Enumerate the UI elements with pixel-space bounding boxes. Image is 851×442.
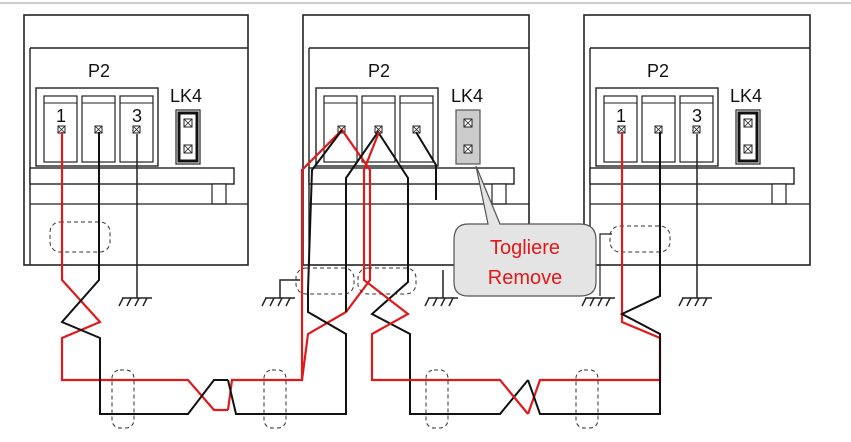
pin-label-3: 3 — [132, 106, 142, 126]
jumper-icon — [735, 109, 761, 165]
link-label: LK4 — [730, 86, 762, 106]
ground-icon — [424, 270, 458, 307]
rail-foot — [491, 183, 507, 205]
jumper-icon — [455, 109, 481, 165]
callout-text-english: Remove — [488, 267, 562, 289]
cable-shield-icon — [357, 267, 417, 295]
mounting-rail — [589, 167, 795, 185]
cable-shield-icon — [609, 225, 671, 253]
link-label: LK4 — [451, 86, 483, 106]
screw-terminal — [692, 125, 701, 134]
screw-terminal — [654, 125, 663, 134]
remove-jumper-callout: Togliere Remove — [453, 165, 597, 297]
shield-bracket — [599, 233, 612, 296]
wire-black — [345, 130, 529, 415]
jumper-icon — [175, 109, 201, 165]
device-2: P2 LK4 — [302, 14, 530, 266]
pin-label-1: 1 — [56, 106, 66, 126]
wire-black — [527, 132, 661, 415]
screw-terminal — [94, 125, 103, 134]
device-1: P2 1 3 LK4 — [23, 14, 249, 266]
pin-label-1: 1 — [616, 106, 626, 126]
cable-shield-icon — [49, 221, 111, 253]
mounting-rail — [29, 167, 235, 185]
cable-shield-icon — [263, 369, 287, 429]
link-label: LK4 — [170, 86, 202, 106]
ground-icon — [118, 134, 152, 307]
ground-icon — [581, 297, 615, 307]
wire-red — [60, 132, 228, 412]
ground-icon — [261, 279, 300, 307]
cable-shield-icon — [425, 369, 449, 429]
screw-terminal — [132, 125, 141, 134]
callout-text-italian: Togliere — [490, 237, 560, 259]
device-title: P2 — [368, 61, 390, 81]
device-title: P2 — [647, 61, 669, 81]
cable-shield-icon — [575, 369, 599, 429]
wire-black — [227, 129, 347, 415]
ground-icon — [678, 134, 712, 307]
screw-terminal — [617, 125, 626, 134]
cable-shield-icon — [111, 369, 135, 429]
mounting-rail — [308, 167, 515, 185]
wire-black — [415, 131, 437, 200]
wire-red — [362, 131, 529, 415]
screw-terminal — [57, 125, 66, 134]
rail-foot — [771, 183, 787, 205]
wire-black — [60, 132, 228, 415]
pin-label-3: 3 — [692, 106, 702, 126]
device-title: P2 — [88, 61, 110, 81]
rail-foot — [211, 183, 227, 205]
cable-shield-icon — [295, 267, 355, 295]
